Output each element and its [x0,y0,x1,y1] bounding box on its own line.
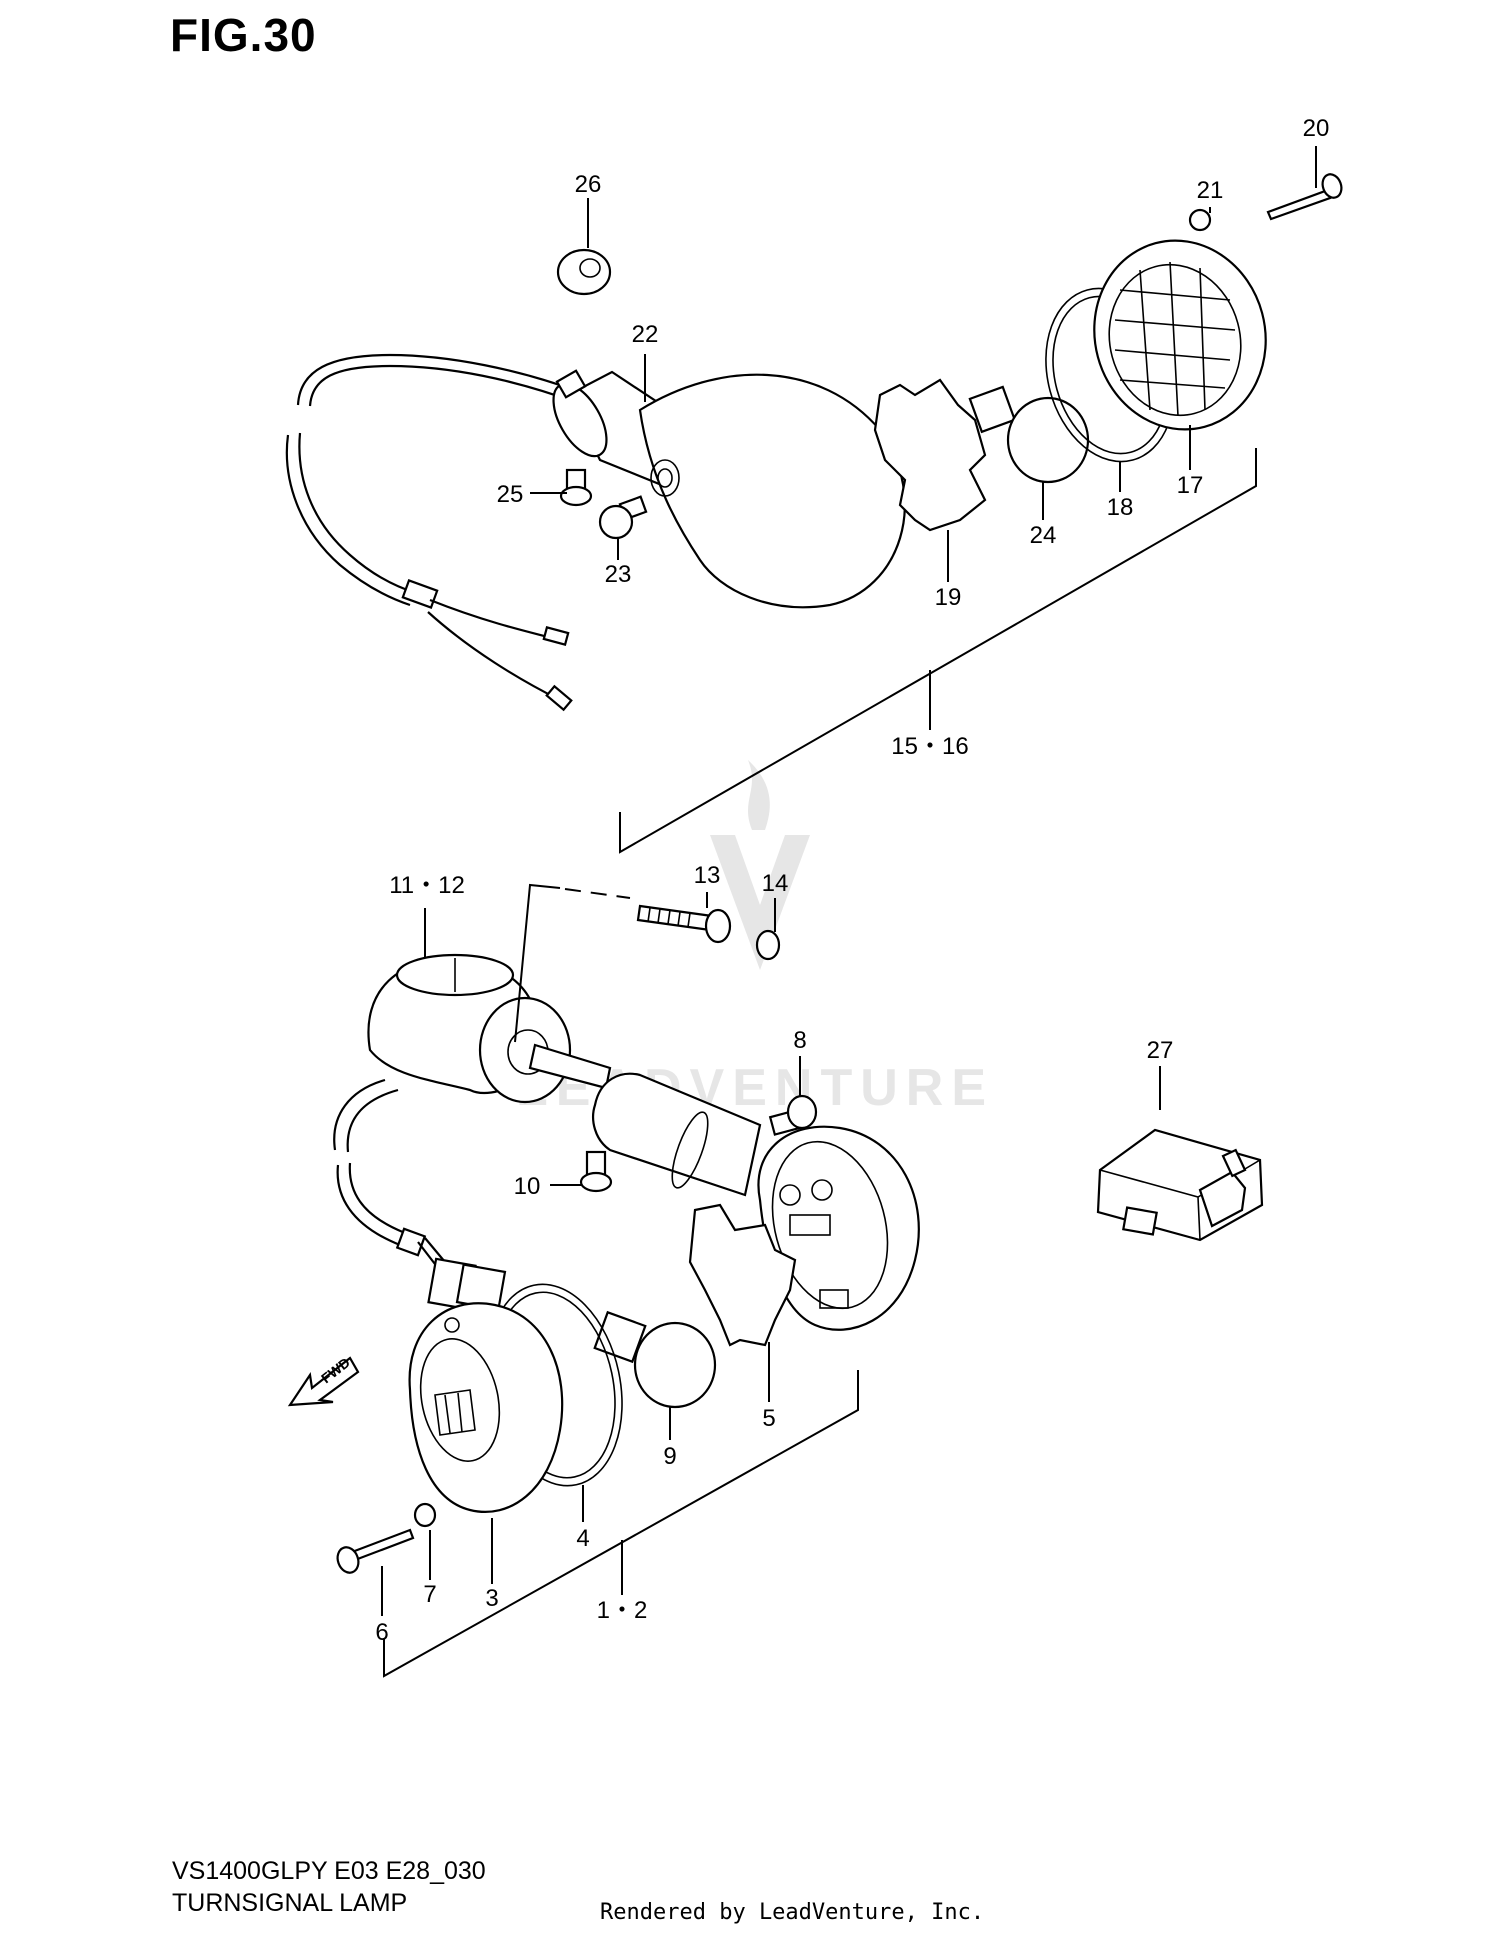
rear-lead-1 [429,598,561,642]
callout-11-12: 11・12 [389,872,465,899]
front-wire-connector [427,1257,507,1311]
rear-lead-2-terminal [545,684,573,712]
callout-1-2: 1・2 [597,1597,648,1624]
grommet-26 [556,248,612,296]
callout-23: 23 [605,561,632,588]
callout-8: 8 [793,1027,806,1054]
callout-3: 3 [485,1585,498,1612]
front-wire-upper [333,1078,386,1151]
callout-labels: 20 21 26 22 25 23 24 18 17 19 15・16 11・1… [375,115,1329,1646]
callout-18: 18 [1107,494,1134,521]
callout-leaders [381,146,1317,1616]
washer-7 [413,1502,437,1528]
callout-5: 5 [762,1405,775,1432]
lens-3 [408,1302,564,1513]
callout-6: 6 [375,1619,388,1646]
watermark-flame-icon [748,760,770,830]
screw-13 [636,904,732,944]
screw-10 [579,1150,613,1193]
callout-21: 21 [1197,177,1224,204]
front-turnsignal-assembly [333,883,920,1678]
callout-19: 19 [935,584,962,611]
callout-13: 13 [694,862,721,889]
bulb-9 [593,1310,717,1409]
callout-24: 24 [1030,522,1057,549]
rear-turnsignal-assembly [285,173,1343,854]
front-lamp-shell [757,1125,920,1331]
rear-wire-upper [296,353,581,406]
bulb-24 [968,385,1090,484]
rear-shell-hole [650,459,680,497]
callout-25: 25 [497,481,524,508]
callout-26: 26 [575,171,602,198]
callout-22: 22 [632,321,659,348]
callout-9: 9 [663,1443,676,1470]
render-credit: Rendered by LeadVenture, Inc. [600,1900,985,1925]
rear-lead-1-terminal [542,626,570,646]
bracket-15-16 [619,448,1257,854]
callout-27: 27 [1147,1037,1174,1064]
rear-wire-upper-inner [308,364,576,407]
rear-stem-clip [555,369,587,399]
section-name: TURNSIGNAL LAMP [172,1889,408,1917]
callout-4: 4 [576,1525,589,1552]
callout-20: 20 [1303,115,1330,142]
front-lamp-body [592,1072,762,1197]
screw-8 [768,1094,818,1136]
lens-17 [1093,239,1267,431]
rear-wire-lower-inner [298,432,417,595]
callout-10: 10 [514,1173,541,1200]
screw-6 [336,1528,415,1574]
rear-wire-lower [285,434,411,607]
washer-14 [755,929,781,961]
screw-20 [1266,173,1343,221]
rear-lead-2 [427,611,561,701]
watermark-logo-icon [710,835,810,970]
model-code: VS1400GLPY E03 E28_030 [172,1857,486,1885]
callout-17: 17 [1177,472,1204,499]
rear-lamp-shell [638,373,906,609]
washer-21 [1188,208,1212,232]
bracket-11-12 [514,883,561,1043]
bulb-socket-plate-19 [873,378,987,532]
callout-15-16: 15・16 [891,733,968,760]
screw-23 [598,495,648,540]
screw-25 [559,468,593,507]
callout-7: 7 [423,1581,436,1608]
fwd-arrow-icon: FWD [287,1354,360,1407]
flasher-relay-27 [1096,1128,1264,1242]
bulb-socket-plate-5 [688,1203,797,1347]
rear-wire-sleeve [401,579,439,609]
callout-14: 14 [762,870,789,897]
figure-title: FIG.30 [170,9,317,61]
front-wire-lower [336,1164,401,1247]
